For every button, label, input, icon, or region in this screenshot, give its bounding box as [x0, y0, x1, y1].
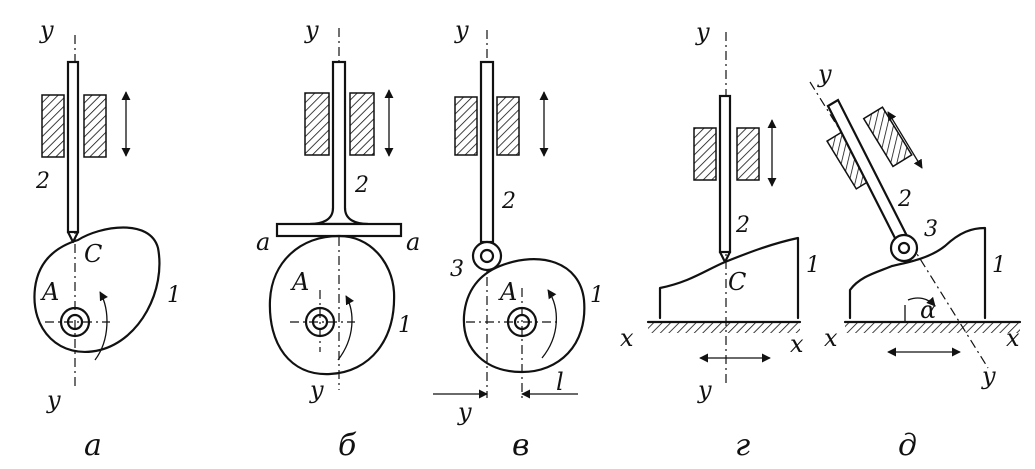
panel-b: y y 2 a a A 1 б [256, 16, 420, 463]
guide-left [454, 96, 478, 156]
cam-plate [658, 236, 800, 320]
label-y-bottom: y [697, 376, 712, 404]
label-follower: 2 [897, 187, 912, 212]
label-A: A [290, 268, 309, 296]
guide-right [496, 96, 520, 156]
panel-e: y y 2 3 α 1 x x д [809, 60, 1022, 463]
label-angle: α [920, 296, 936, 324]
guide-right [349, 92, 375, 156]
follower-rod [331, 60, 347, 216]
label-x-left: x [620, 324, 634, 352]
follower-rod [66, 60, 80, 234]
rotation-arrow [94, 291, 108, 361]
cam-profile [33, 226, 161, 353]
panel-a: y y 2 C A 1 а [33, 16, 181, 463]
caption-e: д [898, 428, 917, 463]
label-a-left: a [256, 228, 270, 256]
roller [471, 240, 503, 272]
label-C: C [728, 268, 746, 296]
label-x-right: x [790, 330, 804, 358]
axis-y-inclined [809, 81, 989, 369]
follower-rod [718, 94, 732, 254]
label-cam: 1 [590, 283, 604, 308]
label-x-right: x [1006, 324, 1020, 352]
label-y-bottom: y [46, 386, 61, 414]
label-follower: 2 [35, 169, 50, 194]
panel-d: y y 2 C 1 x x г [620, 18, 820, 463]
panel-c: y y 2 3 A 1 l в [433, 16, 604, 463]
label-y-top: y [39, 16, 54, 44]
guide-right [862, 106, 913, 168]
stroke-arrow [887, 111, 923, 169]
label-y-bottom: y [981, 362, 996, 390]
label-cam: 1 [167, 283, 181, 308]
label-y-top: y [304, 16, 319, 44]
cam-profile [462, 258, 586, 374]
base-hatch [648, 323, 800, 333]
guide-left [41, 94, 65, 158]
follower-rod [479, 60, 495, 244]
caption-c: в [512, 428, 529, 463]
rotation-arrow [541, 289, 558, 359]
caption-a: а [84, 428, 102, 463]
label-A: A [498, 278, 517, 306]
label-y-top: y [695, 18, 710, 46]
label-A: A [40, 278, 59, 306]
roller-pin [479, 248, 495, 264]
label-cam: 1 [992, 253, 1006, 278]
guide-left [304, 92, 330, 156]
cam-plate [848, 226, 987, 320]
label-roller: 3 [450, 257, 464, 282]
label-y-top: y [817, 60, 832, 88]
label-roller: 3 [924, 217, 938, 242]
label-follower: 2 [735, 213, 750, 238]
base-hatch [845, 323, 1020, 333]
label-a-right: a [406, 228, 420, 256]
caption-b: б [338, 428, 357, 463]
roller [889, 233, 919, 263]
label-y-bottom: y [457, 398, 472, 426]
label-C: C [84, 240, 102, 268]
label-follower: 2 [501, 189, 516, 214]
guide-right [83, 94, 107, 158]
caption-d: г [735, 428, 750, 463]
guide-right [736, 127, 760, 181]
flat-face [275, 222, 403, 238]
roller-pin [897, 241, 911, 255]
label-x-left: x [824, 324, 838, 352]
label-cam: 1 [398, 313, 412, 338]
label-y-bottom: y [309, 376, 324, 404]
label-offset: l [556, 368, 564, 396]
label-y-top: y [454, 16, 469, 44]
rotation-arrow [337, 295, 354, 361]
follower-fillet [309, 207, 369, 226]
guide-left [693, 127, 717, 181]
label-cam: 1 [806, 253, 820, 278]
angle-arc [907, 296, 936, 307]
label-follower: 2 [354, 173, 369, 198]
cam-profile [268, 234, 396, 376]
